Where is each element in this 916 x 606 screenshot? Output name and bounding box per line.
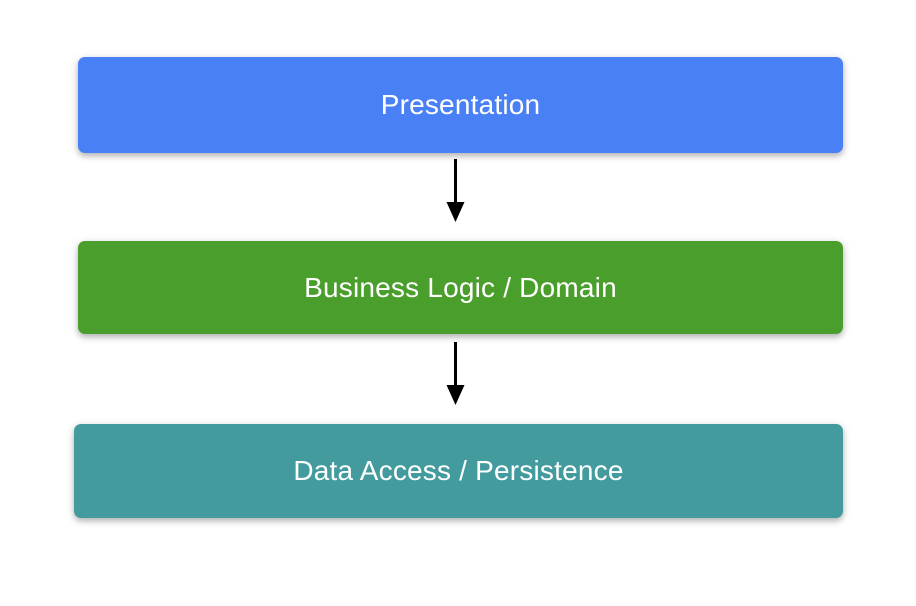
arrow-business-to-data [436, 342, 476, 408]
layer-label-data-access: Data Access / Persistence [293, 455, 624, 486]
layer-label-presentation: Presentation [380, 89, 541, 120]
arrow-presentation-to-business [436, 159, 476, 225]
layer-label-business-logic: Business Logic / Domain [304, 271, 617, 303]
layer-box-presentation[interactable]: Presentation [78, 57, 843, 153]
layer-box-business-logic[interactable]: Business Logic / Domain [78, 241, 843, 334]
layer-box-data-access[interactable]: Data Access / Persistence [74, 424, 843, 518]
arrow-down-icon [446, 342, 465, 405]
arrow-down-icon [446, 159, 465, 222]
